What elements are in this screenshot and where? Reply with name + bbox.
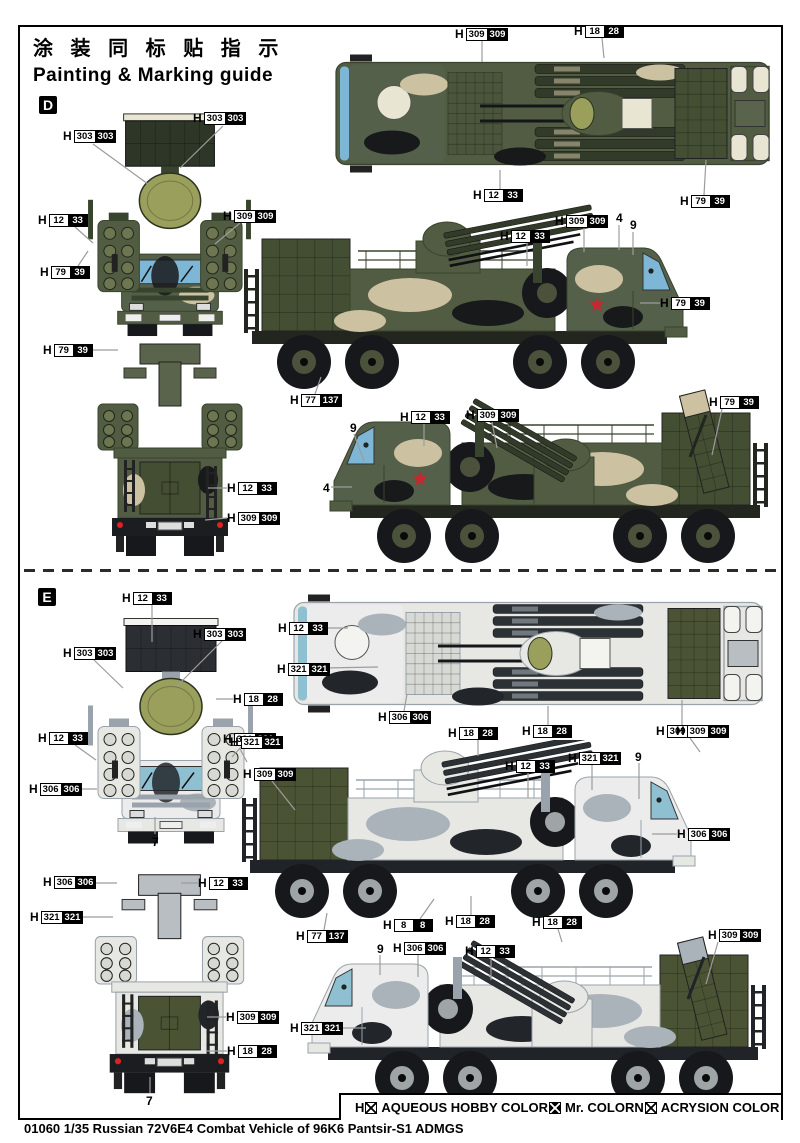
vehicle-d-side-right-view xyxy=(240,203,695,396)
aqueous-label: AQUEOUS HOBBY COLOR xyxy=(381,1100,548,1115)
vehicle-e-top-view xyxy=(288,585,768,728)
decal-number: 9 xyxy=(350,421,357,435)
section-divider xyxy=(24,569,778,572)
vehicle-d-rear-view xyxy=(88,340,253,567)
decal-number: 7 xyxy=(146,1094,153,1108)
decal-number: 4 xyxy=(616,211,623,225)
paint-brand-legend: H AQUEOUS HOBBY COLOR Mr. COLOR N ACRYSI… xyxy=(339,1093,781,1120)
vehicle-e-side-left-view xyxy=(300,932,770,1112)
vehicle-e-side-right-view xyxy=(238,733,703,925)
decal-number: 9 xyxy=(635,750,642,764)
decal-number: 9 xyxy=(377,942,384,956)
vehicle-e-front-view xyxy=(86,608,256,853)
decal-number: 7 xyxy=(152,835,159,849)
vehicle-d-side-left-view xyxy=(322,385,772,570)
kit-footer-title: 01060 1/35 Russian 72V6E4 Combat Vehicle… xyxy=(24,1121,464,1136)
title-chinese: 涂 装 同 标 贴 指 示 xyxy=(33,38,285,60)
title-english: Painting & Marking guide xyxy=(33,65,274,86)
legend-aqueous: H AQUEOUS HOBBY COLOR xyxy=(355,1100,548,1115)
section-e-badge: E xyxy=(38,588,56,606)
vehicle-e-rear-view xyxy=(85,870,255,1105)
acrysion-label: ACRYSION COLOR xyxy=(660,1100,780,1115)
checkbox-filled-icon xyxy=(549,1101,561,1114)
section-d-badge: D xyxy=(39,96,57,114)
legend-acrysion: N ACRYSION COLOR xyxy=(634,1100,779,1115)
checkbox-icon xyxy=(644,1101,657,1114)
decal-number: 9 xyxy=(630,218,637,232)
vehicle-d-top-view xyxy=(330,45,775,188)
page-title: 涂 装 同 标 贴 指 示 Painting & Marking guide xyxy=(33,32,284,87)
checkbox-icon xyxy=(365,1101,378,1114)
mr-color-label: Mr. COLOR xyxy=(565,1100,635,1115)
acrysion-prefix: N xyxy=(634,1100,644,1115)
legend-mr-color: Mr. COLOR xyxy=(548,1100,634,1115)
aqueous-prefix: H xyxy=(355,1100,365,1115)
decal-number: 4 xyxy=(323,481,330,495)
